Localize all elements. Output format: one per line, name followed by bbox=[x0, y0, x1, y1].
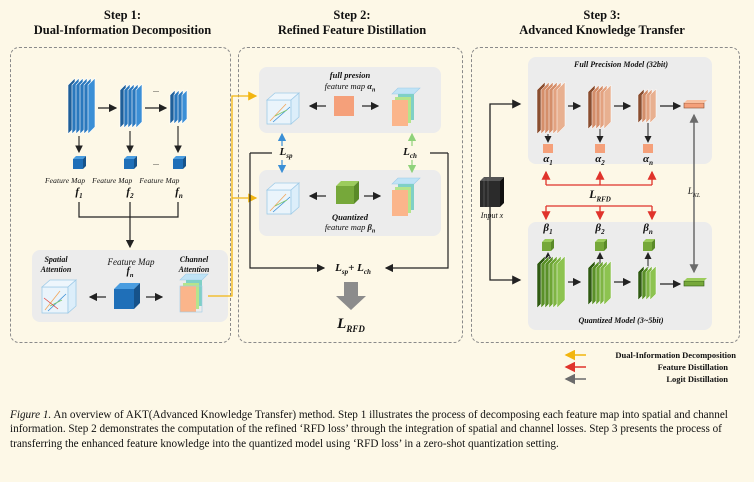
beta2-label: β2 bbox=[595, 222, 605, 237]
feature-stack-n bbox=[169, 89, 188, 125]
feature-map-label-3: Feature Map bbox=[139, 176, 180, 185]
spatial-attention-map bbox=[40, 279, 78, 314]
step3-label: Step 3: bbox=[583, 8, 621, 22]
fp-model-label: Full Precision Model (32bit) bbox=[574, 60, 668, 69]
feature-map-label-2: Feature Map bbox=[92, 176, 133, 185]
q-stack-2 bbox=[587, 260, 612, 306]
q-title-line1: Quantized bbox=[332, 212, 368, 222]
f2-label: f2 bbox=[126, 186, 134, 201]
l-kl-label: LKL bbox=[687, 186, 701, 199]
alpha1-label: α1 bbox=[543, 153, 553, 168]
step2-label: Step 2: bbox=[333, 8, 371, 22]
feature-map-label-1: Feature Map bbox=[45, 176, 86, 185]
small-cube-fn bbox=[173, 156, 186, 169]
alpha1-square bbox=[543, 144, 553, 153]
feature-stack-1 bbox=[67, 77, 96, 135]
fp-title-line2: feature map αn bbox=[324, 81, 376, 94]
fn-center-label: fn bbox=[126, 266, 134, 279]
q-model-label: Quantized Model (3~5bit) bbox=[578, 316, 664, 325]
step3-heading: Advanced Knowledge Transfer bbox=[519, 23, 685, 37]
beta2-cube bbox=[595, 239, 607, 251]
alpha2-square bbox=[595, 144, 605, 153]
fp-stack-n bbox=[637, 88, 657, 124]
input-cube bbox=[480, 177, 504, 207]
step1-heading: Dual-Information Decomposition bbox=[33, 23, 212, 37]
q-stack-1 bbox=[536, 255, 566, 309]
caption-figure-label: Figure 1. bbox=[10, 409, 52, 421]
channel-attention-map bbox=[179, 273, 209, 313]
q-stack-n bbox=[637, 265, 657, 301]
figure-area: Step 1: Dual-Information Decomposition S… bbox=[10, 8, 740, 385]
fp-stack-2 bbox=[587, 84, 612, 130]
q-logit-bar bbox=[683, 278, 707, 287]
step3-panel bbox=[471, 47, 740, 343]
alpha2-label: α2 bbox=[595, 153, 605, 168]
caption-text: An overview of AKT(Advanced Knowledge Tr… bbox=[10, 409, 728, 450]
figure-caption: Figure 1. An overview of AKT(Advanced Kn… bbox=[10, 408, 744, 451]
legend-feature-distillation: Feature Distillation bbox=[657, 362, 728, 372]
step2-title: Step 2: Refined Feature Distillation bbox=[238, 8, 466, 38]
betan-label: βn bbox=[643, 222, 653, 237]
f1-label: f1 bbox=[75, 186, 83, 201]
beta-n-cube bbox=[336, 181, 359, 204]
fp-stack-1 bbox=[536, 81, 566, 135]
feature-stack-2 bbox=[119, 83, 143, 129]
betan-cube bbox=[643, 239, 655, 251]
step1-feature-stacks bbox=[67, 77, 188, 135]
alpha-n-square bbox=[334, 96, 354, 116]
step2-panel bbox=[238, 47, 463, 343]
fp-spatial-cube bbox=[265, 92, 301, 125]
spatial-attention-label: Spatial Attention bbox=[40, 255, 72, 274]
fn-label: fn bbox=[175, 186, 183, 201]
beta1-cube bbox=[542, 239, 554, 251]
feature-map-n-label: Feature Map bbox=[107, 257, 155, 267]
channel-attention-label: Channel Attention bbox=[178, 255, 210, 274]
q-spatial-cube bbox=[265, 182, 301, 215]
l-rfd-output-label: LRFD bbox=[337, 316, 365, 334]
fp-title-line1: full presion bbox=[329, 70, 371, 80]
feature-map-labels: Feature Map Feature Map Feature Map bbox=[45, 176, 235, 186]
step1-title: Step 1: Dual-Information Decomposition bbox=[10, 8, 235, 38]
ellipsis-bottom: ... bbox=[153, 158, 159, 167]
small-cube-f2 bbox=[124, 156, 137, 169]
small-cube-f1 bbox=[73, 156, 86, 169]
ellipsis-top: ... bbox=[153, 85, 159, 94]
input-label: Input x bbox=[480, 211, 504, 220]
big-down-arrow bbox=[336, 282, 366, 310]
step3-l-rfd-label: LRFD bbox=[589, 187, 611, 204]
step1-panel bbox=[10, 47, 231, 343]
diagram-canvas bbox=[40, 77, 707, 385]
center-feature-cube bbox=[114, 283, 140, 309]
fp-logit-bar bbox=[683, 100, 707, 109]
q-title-line2: feature map βn bbox=[324, 222, 376, 235]
fp-channel-cube bbox=[391, 87, 421, 126]
l-ch-label: Lch bbox=[403, 146, 417, 161]
l-sp-label: Lsp bbox=[279, 146, 293, 161]
q-channel-cube bbox=[391, 177, 421, 216]
step1-label: Step 1: bbox=[103, 8, 142, 22]
step3-title: Step 3: Advanced Knowledge Transfer bbox=[482, 8, 722, 38]
beta1-label: β1 bbox=[543, 222, 553, 237]
loss-sum-label: Lsp+ Lch bbox=[335, 262, 371, 277]
legend-logit-distillation: Logit Distillation bbox=[666, 374, 728, 384]
alphan-label: αn bbox=[643, 153, 653, 168]
step2-heading: Refined Feature Distillation bbox=[277, 23, 427, 37]
alphan-square bbox=[643, 144, 653, 153]
legend-dual-info: Dual-Information Decomposition bbox=[615, 350, 736, 360]
